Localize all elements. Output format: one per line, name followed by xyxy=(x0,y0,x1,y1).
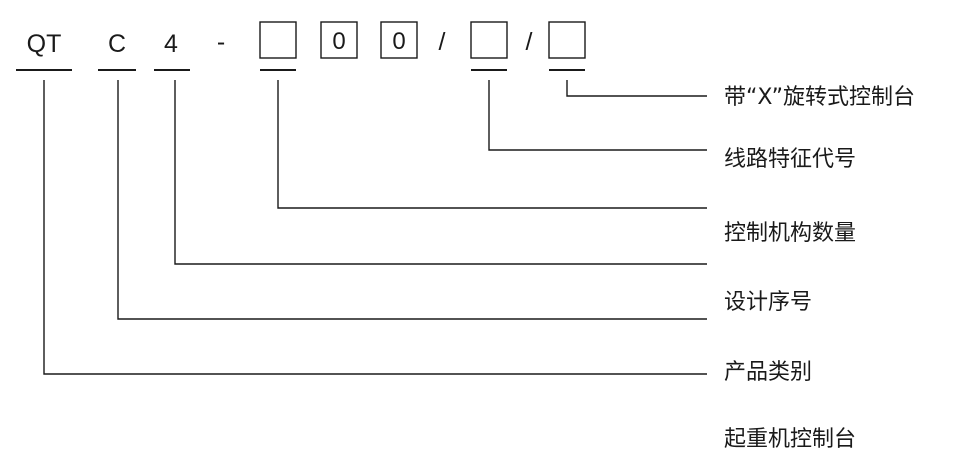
label-product-category: 产品类别 xyxy=(724,360,812,385)
code-count-digit-2: 0 xyxy=(392,28,405,55)
leader-mechanism-count xyxy=(277,80,707,209)
label-circuit-feature: 线路特征代号 xyxy=(724,147,856,172)
leader-design-letter xyxy=(117,80,707,320)
box-digit-1 xyxy=(320,21,358,59)
code-count-digit-1: 0 xyxy=(332,28,345,55)
box-digit-2 xyxy=(380,21,418,59)
code-dash: - xyxy=(217,28,225,56)
leader-product-category xyxy=(43,80,707,375)
leader-design-sequence xyxy=(174,80,707,265)
code-slash-1: / xyxy=(439,28,446,56)
leader-circuit-feature xyxy=(488,80,707,151)
box-mechanism-count xyxy=(259,21,297,59)
label-mechanism-count: 控制机构数量 xyxy=(724,221,856,246)
box-circuit-feature xyxy=(470,21,508,59)
code-prefix: QT xyxy=(27,30,62,58)
label-rotary-console: 带“X”旋转式控制台 xyxy=(724,85,915,110)
box-rotary-console xyxy=(548,21,586,59)
code-design-letter: C xyxy=(108,30,126,58)
label-design-sequence: 设计序号 xyxy=(724,290,812,315)
leader-rotary-console xyxy=(566,80,707,97)
code-slash-2: / xyxy=(526,28,533,56)
label-product-name: 起重机控制台 xyxy=(724,427,856,452)
code-design-number: 4 xyxy=(164,30,178,58)
